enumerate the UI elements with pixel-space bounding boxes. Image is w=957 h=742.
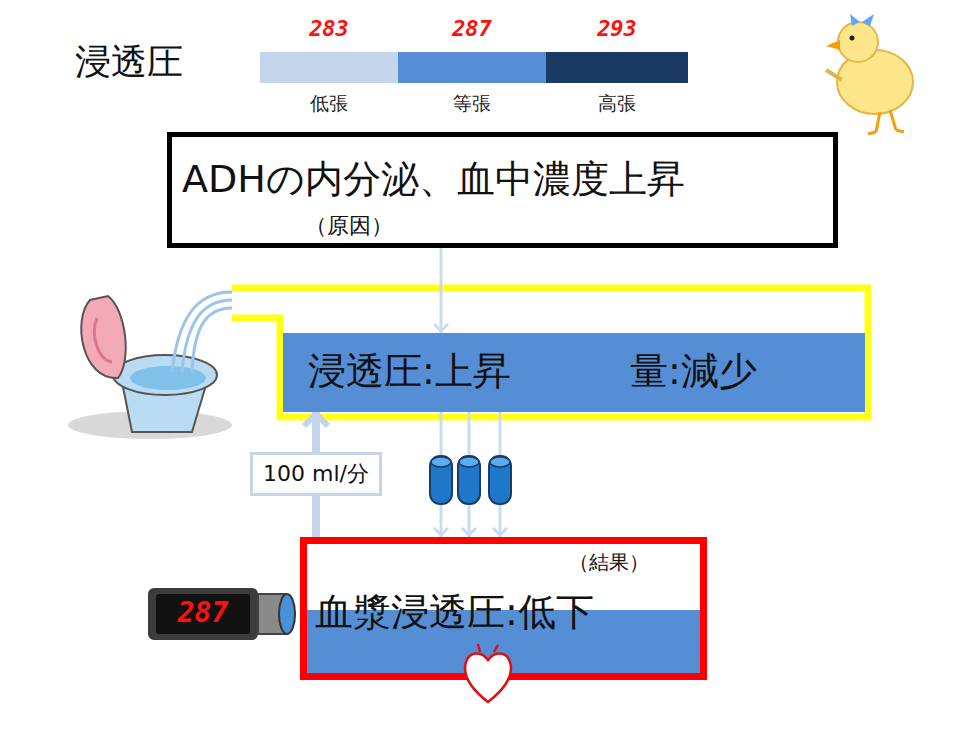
chick-bow: [850, 14, 874, 26]
arrow-head: [304, 414, 328, 426]
scale-label: 高張: [546, 92, 688, 115]
aquaporin: [489, 456, 511, 504]
heart-vessels: [478, 644, 498, 652]
chick-eye: [850, 36, 855, 41]
toilet-lid: [81, 296, 125, 378]
tube-outline: [232, 288, 868, 417]
arrow-head: [434, 528, 448, 535]
connector-line: [440, 248, 443, 333]
scale-label: 等張: [398, 92, 546, 115]
arrow-head: [493, 528, 507, 535]
connector: [434, 248, 448, 333]
scale-label: 低張: [260, 92, 398, 115]
aquaporin-top: [459, 457, 479, 467]
aquaporin-top: [490, 457, 510, 467]
node-text: ADHの内分泌、血中濃度上昇: [182, 157, 685, 203]
meter-icon: [148, 588, 295, 640]
scale-segment: [546, 52, 688, 83]
scale-value: 287: [398, 16, 546, 42]
aquaporin: [430, 456, 452, 504]
node-text: （結果）: [569, 550, 649, 574]
node-text: 浸透圧:上昇: [308, 349, 511, 395]
chick-head: [838, 22, 878, 62]
heart-icon: [465, 653, 511, 702]
meter-reading: 287: [156, 596, 250, 630]
scale-value: 283: [260, 16, 398, 42]
chick-legs: [868, 110, 904, 134]
meter-body: [148, 588, 258, 640]
edge-label: 100 ml/分: [250, 452, 382, 496]
toilet-water: [130, 366, 206, 390]
toilet-icon: [68, 292, 232, 439]
urine-stream: [192, 308, 232, 372]
scale-segment: [398, 52, 546, 83]
diagram-title: 浸透圧: [75, 40, 183, 83]
chick-wing: [826, 70, 842, 80]
scale-segment: [260, 52, 398, 83]
meter-lens: [279, 594, 295, 634]
aquaporin: [458, 456, 480, 504]
water-channels: [430, 456, 511, 504]
urine-stream: [182, 300, 232, 372]
node-text: （原因）: [305, 213, 393, 239]
scale-value: 293: [546, 16, 688, 42]
aquaporin-top: [431, 457, 451, 467]
urine-band: 浸透圧:上昇 量:減少: [283, 333, 865, 412]
node-text: 量:減少: [630, 349, 757, 395]
toilet-lid-edge: [94, 318, 112, 362]
chick-illustration: [826, 14, 913, 134]
arrow-head: [434, 324, 448, 331]
chick-beak: [826, 40, 840, 50]
node-text: 血漿浸透圧:低下: [315, 590, 594, 636]
cause-box: ADHの内分泌、血中濃度上昇 （原因）: [167, 132, 838, 248]
urine-stream: [172, 292, 232, 372]
toilet-bowl: [113, 355, 217, 395]
meter-screen: [156, 594, 250, 634]
plasma-box: （結果） 血漿浸透圧:低下: [300, 537, 707, 680]
arrow-head: [462, 528, 476, 535]
